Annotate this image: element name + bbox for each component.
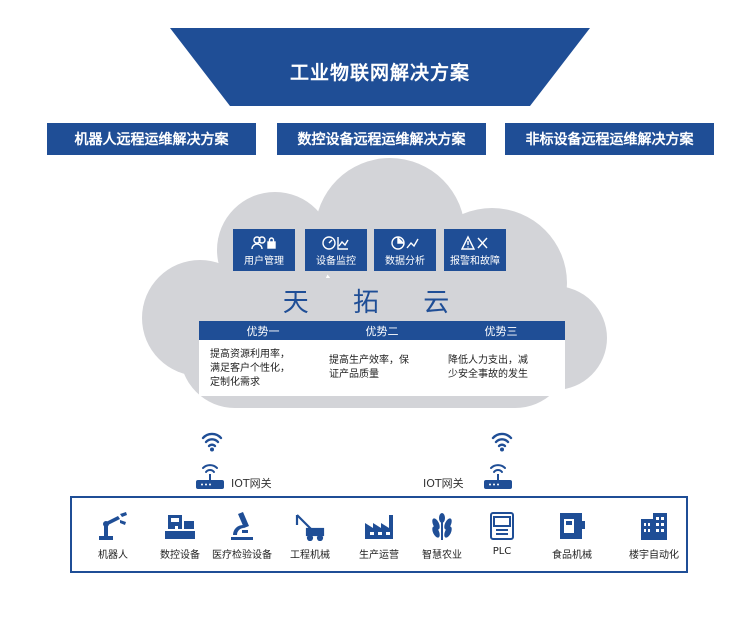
device-label: 生产运营: [359, 550, 399, 561]
advantage-card-2: 优势二 提高生产效率，保 证产品质量: [318, 321, 446, 396]
advantage-line: 降低人力支出，减: [448, 355, 528, 366]
device-cnc: 数控设备: [140, 510, 220, 561]
wifi-signal-icon: [201, 432, 223, 452]
device-production: 生产运营: [339, 510, 419, 561]
feature-device-monitoring[interactable]: 设备监控: [305, 229, 367, 271]
warning-tools-icon: [461, 234, 489, 252]
advantage-line: 定制化需求: [210, 377, 260, 388]
title-banner: [170, 28, 590, 106]
solution-cnc: 数控设备远程运维解决方案: [277, 123, 486, 155]
device-label: 医疗检验设备: [212, 550, 272, 561]
device-label: 工程机械: [290, 550, 330, 561]
feature-label: 设备监控: [316, 255, 356, 267]
advantage-text: 提高生产效率，保 证产品质量: [318, 340, 446, 382]
wifi-router-icon: [196, 464, 224, 489]
robot-arm-icon: [96, 510, 130, 542]
advantage-line: 满足客户个性化，: [210, 363, 290, 374]
feature-label: 报警和故障: [450, 255, 500, 267]
advantage-line: 证产品质量: [329, 369, 379, 380]
gateway-label: IOT网关: [231, 477, 272, 490]
gateway-label: IOT网关: [423, 477, 464, 490]
advantage-card-3: 优势三 降低人力支出，减 少安全事故的发生: [437, 321, 565, 396]
feature-label: 用户管理: [244, 255, 284, 267]
pie-trend-icon: [391, 234, 419, 252]
cnc-machine-icon: [163, 510, 197, 542]
advantage-card-1: 优势一 提高资源利用率， 满足客户个性化， 定制化需求: [199, 321, 327, 396]
advantage-line: 少安全事故的发生: [448, 369, 528, 380]
wheat-icon: [425, 510, 459, 542]
solution-nonstandard: 非标设备远程运维解决方案: [505, 123, 714, 155]
device-building: 楼宇自动化: [614, 510, 694, 561]
wifi-router-icon: [484, 464, 512, 489]
crane-icon: [293, 510, 327, 542]
device-label: PLC: [492, 546, 512, 557]
feature-label: 数据分析: [385, 255, 425, 267]
device-label: 数控设备: [160, 550, 200, 561]
device-engineering: 工程机械: [270, 510, 350, 561]
device-food: 食品机械: [532, 510, 612, 561]
banner-title: 工业物联网解决方案: [289, 62, 470, 84]
food-machine-icon: [555, 510, 589, 542]
device-label: 楼宇自动化: [629, 550, 679, 561]
advantage-line: 提高生产效率，保: [329, 355, 409, 366]
solution-robot: 机器人远程运维解决方案: [47, 123, 256, 155]
device-label: 食品机械: [552, 550, 592, 561]
device-agriculture: 智慧农业: [402, 510, 482, 561]
advantage-title: 优势一: [199, 321, 327, 340]
device-medical: 医疗检验设备: [202, 510, 282, 561]
plc-icon: [485, 510, 519, 542]
advantage-text: 降低人力支出，减 少安全事故的发生: [437, 340, 565, 382]
factory-icon: [362, 510, 396, 542]
advantage-title: 优势三: [437, 321, 565, 340]
microscope-icon: [225, 510, 259, 542]
device-robot: 机器人: [73, 510, 153, 561]
wifi-signal-icon: [491, 432, 513, 452]
building-icon: [637, 510, 671, 542]
advantage-line: 提高资源利用率，: [210, 349, 290, 360]
device-label: 机器人: [98, 550, 128, 561]
feature-user-management[interactable]: 用户管理: [233, 229, 295, 271]
feature-data-analysis[interactable]: 数据分析: [374, 229, 436, 271]
gauge-chart-icon: [322, 234, 350, 252]
device-label: 智慧农业: [422, 550, 462, 561]
users-lock-icon: [251, 234, 277, 252]
advantage-text: 提高资源利用率， 满足客户个性化， 定制化需求: [199, 340, 327, 390]
advantage-title: 优势二: [318, 321, 446, 340]
device-plc: PLC: [462, 510, 542, 557]
feature-alarm-fault[interactable]: 报警和故障: [444, 229, 506, 271]
cloud-platform-name: 天 拓 云: [282, 288, 468, 318]
